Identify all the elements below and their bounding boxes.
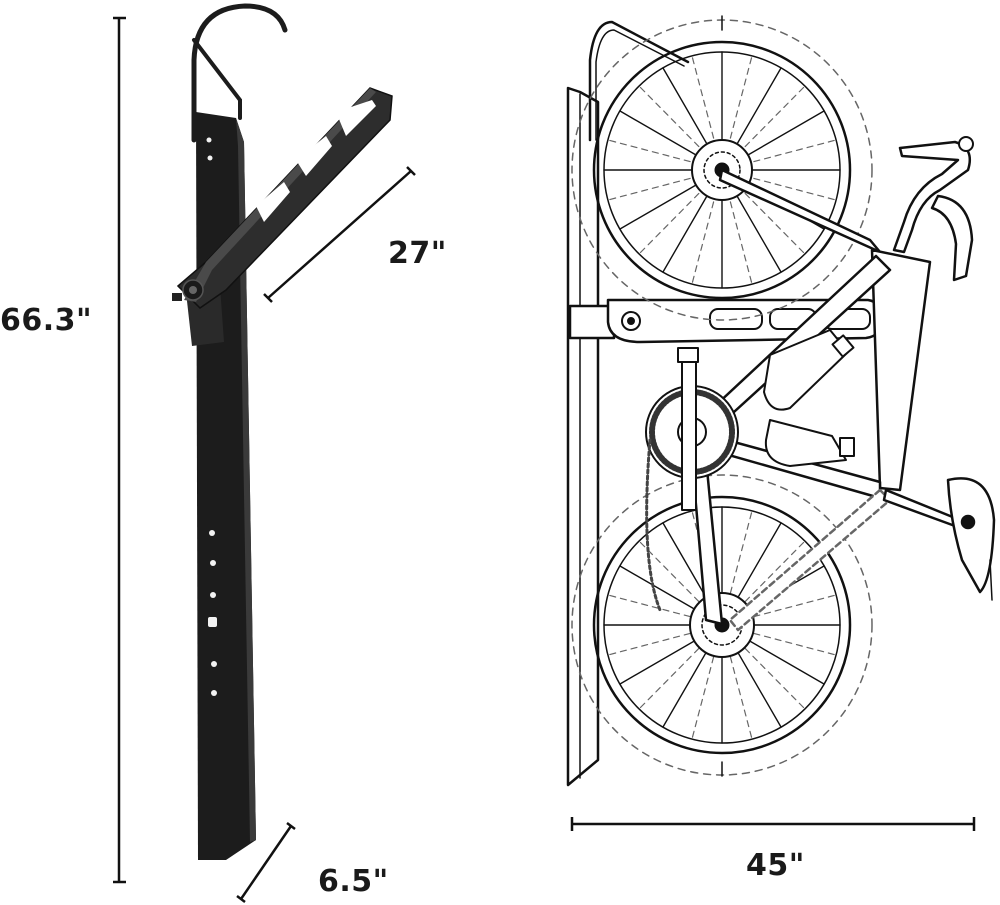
front-wheel	[571, 15, 873, 321]
handlebars	[892, 136, 974, 282]
dimension-line-depth	[236, 822, 296, 903]
dimension-line-height	[113, 16, 126, 884]
rack-holes	[206, 137, 217, 696]
rear-wheel	[571, 474, 873, 777]
arm-clamp	[568, 304, 616, 340]
bike-mounted-side-view	[566, 15, 996, 787]
arm-length-dimension-label: 27"	[388, 236, 447, 271]
rack-post-side	[236, 118, 256, 842]
drivetrain	[645, 347, 739, 612]
dimension-line-arm	[263, 166, 416, 303]
wheel-hook	[588, 20, 690, 142]
width-dimension-label: 45"	[746, 848, 805, 883]
depth-dimension-label: 6.5"	[318, 864, 389, 899]
bike-frame	[688, 168, 996, 632]
wall-plate	[566, 86, 600, 787]
height-dimension-label: 66.3"	[0, 303, 93, 338]
water-bottles	[763, 329, 855, 467]
dimension-line-width	[570, 817, 976, 831]
bike-rack-product	[172, 3, 393, 860]
rack-hook-arm	[192, 38, 242, 120]
rack-swing-arm	[172, 87, 393, 309]
